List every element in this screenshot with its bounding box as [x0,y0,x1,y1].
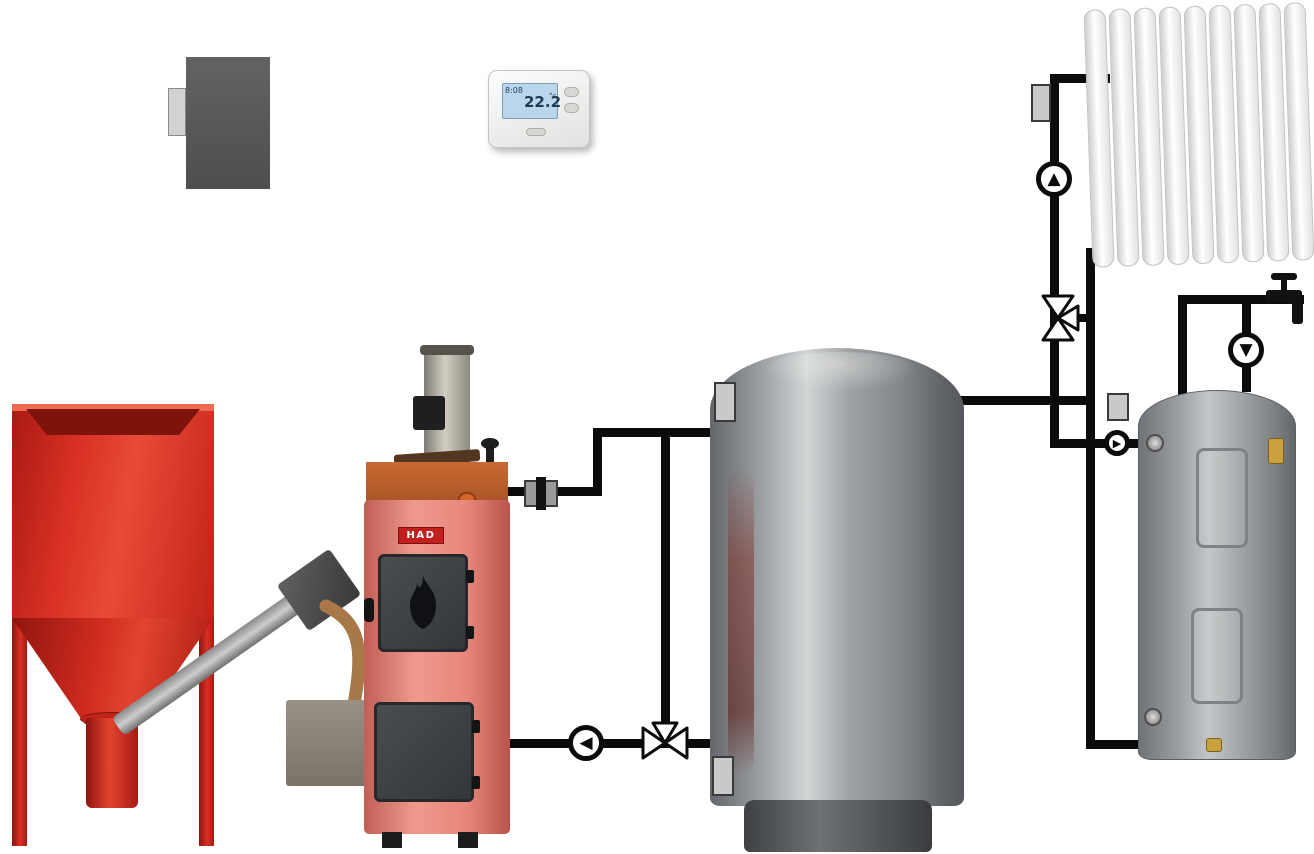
pump-arrow-down: ▼ [1239,339,1253,360]
pipe-dhw-coil [1050,439,1150,448]
pipe-radiator-stub [1050,74,1110,83]
radiator [1082,2,1314,268]
buffer-tank-reflection [728,468,754,774]
pipe-faucet-line [1178,295,1304,304]
thermostat-button-up [564,87,579,97]
tank-fitting-lower [1144,708,1162,726]
radiator-fin [1283,2,1314,261]
dhw-sensor [1107,393,1129,421]
flue-cap [420,345,474,355]
flue-damper [413,396,445,430]
pipe-bypass [661,428,670,748]
faucet-icon [1266,290,1302,303]
buffer-sensor-top [714,382,736,422]
flame-icon [410,576,436,629]
pellet-feed-hose [319,599,366,711]
faucet-pump-icon: ▼ [1228,332,1264,368]
pipe-sensor-radiator [1031,84,1051,122]
tank-drain-valve [1206,738,1222,752]
pipe-supply-riser [593,428,602,496]
hopper-leg-left [12,618,27,846]
thermostat-lcd [502,83,558,119]
tank-fitting-upper [1146,434,1164,452]
burner-housing [286,700,368,786]
tank-brass-fitting [1268,438,1284,464]
faucet-spout [1292,300,1303,324]
three-way-valve-return [641,721,689,760]
hopper-outlet [86,718,138,808]
control-box [186,57,270,189]
pipe-main-riser [1086,248,1095,749]
hot-water-tank-upper-panel [1196,448,1248,548]
pipe-radiator-riser [1050,74,1059,448]
buffer-sensor-bottom [712,756,734,796]
thermostat-button-down [564,103,579,113]
boiler-leg [458,832,478,848]
boiler-side-knob [364,598,374,622]
control-box-bracket [168,88,186,136]
door-hinge [472,720,480,733]
pipe-buffer-outlet [956,396,1094,405]
pipe-union-band [536,477,546,510]
radiator-pump-icon: ▲ [1036,161,1072,197]
buffer-tank-base [744,800,932,852]
boiler-brand-badge: HAD [398,527,444,544]
pump-arrow-left: ◀ [579,732,593,753]
thermostat-time: 8:08 [505,86,523,95]
faucet-stem [1281,279,1287,292]
door-hinge [466,570,474,583]
hot-water-tank-lower-panel [1191,608,1243,704]
pipe-faucet-drop [1178,295,1187,397]
pipe-dhw-feed [1086,740,1168,749]
thermostat-slider [526,128,546,136]
pellet-hopper-body [12,406,214,620]
door-hinge [466,626,474,639]
buffer-tank-highlight [760,352,920,392]
boiler-leg [382,832,402,848]
thermostat-temperature: 22.2 [524,93,562,111]
boiler-return-pump-icon: ◀ [568,725,604,761]
door-hinge [472,776,480,789]
pump-arrow-right: ▶ [1112,436,1122,450]
pellet-hopper-opening [26,409,200,435]
thermostat-unit: °c [549,92,557,100]
boiler-upper-door [378,554,468,652]
three-way-valve-riser [1041,294,1080,342]
faucet-handle [1271,273,1297,280]
pellet-hopper-rim [12,404,214,411]
dhw-pump-icon: ▶ [1104,430,1130,456]
pump-arrow-up: ▲ [1047,168,1061,189]
pipe-boiler-return [506,739,718,748]
boiler-rod-knob [481,438,499,449]
boiler-lower-door [374,702,474,802]
